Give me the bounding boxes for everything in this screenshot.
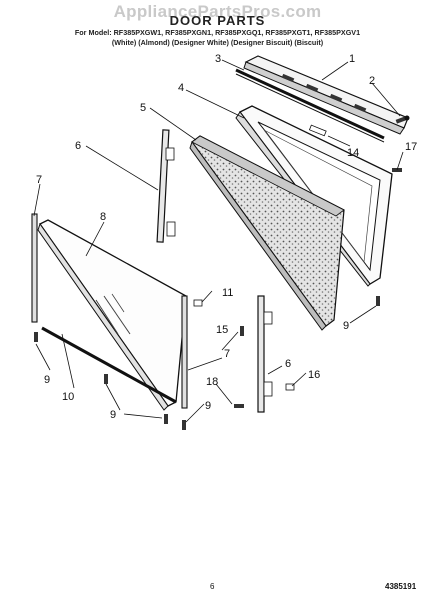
watermark: AppliancePartsPros.com <box>113 2 322 21</box>
door-handle-slot <box>308 124 327 137</box>
callout-2: 2 <box>369 75 375 87</box>
callout-16: 16 <box>308 369 320 381</box>
callout-15: 15 <box>216 324 228 336</box>
outer-door-glass <box>37 219 187 411</box>
callout-9: 9 <box>110 409 116 421</box>
clip-icon <box>193 299 295 391</box>
callout-6: 6 <box>75 140 81 152</box>
callout-4: 4 <box>178 82 184 94</box>
page-title: DOOR PARTS <box>169 13 266 28</box>
screw-icon <box>395 115 410 124</box>
callout-7: 7 <box>224 348 230 360</box>
callout-9: 9 <box>343 320 349 332</box>
model-list: For Model: RF385PXGW1, RF385PXGN1, RF385… <box>74 28 361 37</box>
glass-bottom-trim <box>41 326 177 404</box>
callout-9: 9 <box>44 374 50 386</box>
callout-6: 6 <box>285 358 291 370</box>
glass-side-trim-right <box>181 295 188 409</box>
callout-18: 18 <box>206 376 218 388</box>
color-list: (White) (Almond) (Designer White) (Desig… <box>111 38 324 47</box>
callout-1: 1 <box>349 53 355 65</box>
hinge-channel-left <box>156 129 176 243</box>
door-insulation <box>189 135 345 331</box>
callout-11: 11 <box>222 287 233 299</box>
leader-lines <box>33 59 404 423</box>
page-number: 6 <box>210 582 215 591</box>
callout-10: 10 <box>62 391 74 403</box>
callout-9: 9 <box>205 400 211 412</box>
document-number: 4385191 <box>385 582 417 591</box>
callout-3: 3 <box>215 53 221 65</box>
callout-7: 7 <box>36 174 42 186</box>
glass-side-trim-left <box>31 213 38 323</box>
callout-8: 8 <box>100 211 106 223</box>
callout-14: 14 <box>347 147 359 159</box>
callout-5: 5 <box>140 102 146 114</box>
vent-strip <box>235 68 385 143</box>
hinge-channel-right <box>257 295 273 413</box>
callout-17: 17 <box>405 141 417 153</box>
